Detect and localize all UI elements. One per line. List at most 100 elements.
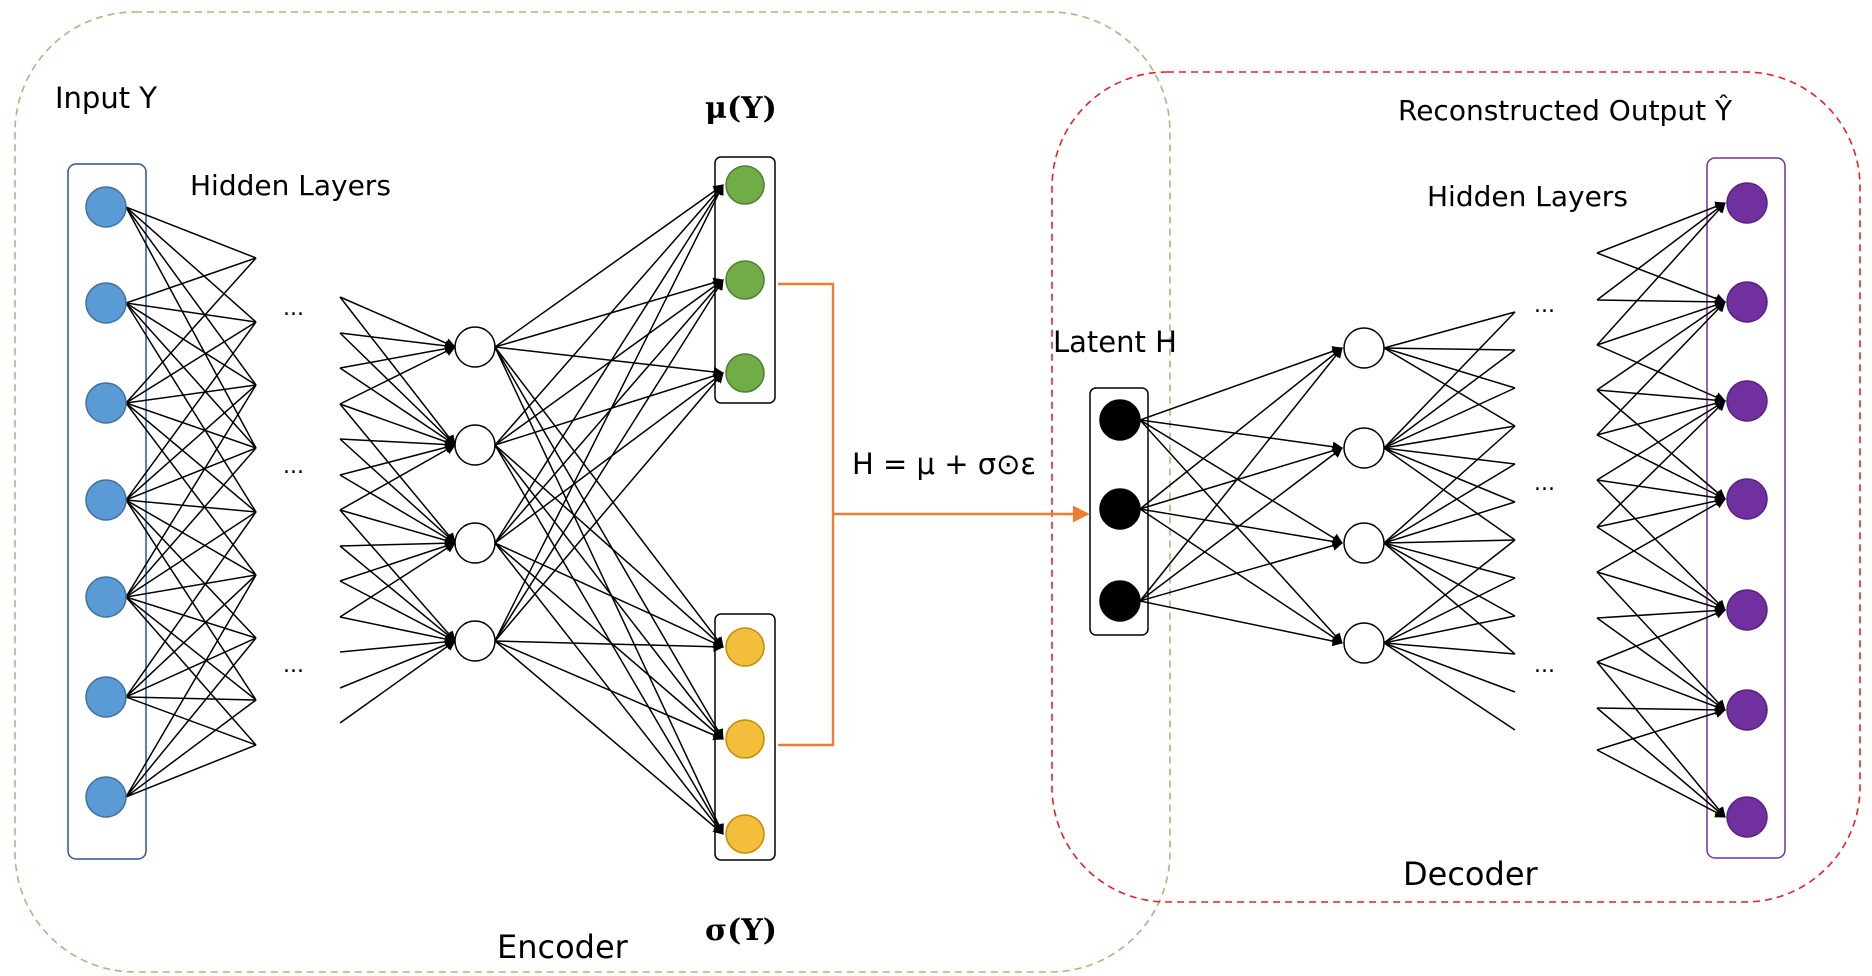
edge-dechidden-gap [1383,347,1516,389]
decoder-hidden-node [1343,327,1385,369]
edge-input-hidden [125,744,257,798]
edge-gap-output [1596,661,1726,712]
edge-input-hidden [125,637,257,798]
edge-input-hidden [125,321,257,501]
input-node [85,676,127,718]
decoder-hidden-node [1343,427,1385,469]
edge-gap-output [1596,400,1726,481]
output-node [1726,689,1768,731]
edge-enchidden-mu [494,184,724,348]
edge-gap-output [1596,252,1726,304]
edge-input-hidden [125,696,257,746]
edge-gap-output [1596,301,1726,391]
edge-gap-output [1596,571,1727,613]
encoder-hidden-node [454,424,496,466]
edge-gap-enchidden [339,509,456,642]
latent-node [1099,580,1141,622]
edge-enchidden-sigma [494,640,724,741]
edge-dechidden-gap [1383,311,1516,449]
edge-dechidden-gap [1383,542,1516,579]
edge-input-hidden [125,499,257,639]
edge-dechidden-gap [1383,642,1516,693]
edge-gap-enchidden [339,640,456,724]
edge-enchidden-sigma [494,542,724,835]
edge-gap-output [1596,707,1727,751]
edge-gap-output [1596,434,1726,500]
edge-latent-dechidden [1139,447,1343,602]
edge-gap-enchidden [339,636,457,653]
edge-enchidden-mu [494,346,725,378]
edge-dechidden-gap [1383,539,1516,544]
edge-gap-output [1596,608,1726,663]
hidden-layers-left-label: Hidden Layers [190,169,391,202]
edge-latent-dechidden [1139,346,1343,421]
ellipsis-left-1: ... [283,296,304,321]
mu-node [725,165,765,205]
edge-gap-output [1596,479,1727,503]
input-node [85,479,127,521]
sigma-node [725,814,765,854]
edge-input-hidden [125,402,257,449]
edge-input-hidden [125,574,257,598]
sigma-node [725,627,765,667]
mu-node [725,260,765,300]
edge-gap-output [1596,300,1726,346]
edge-latent-dechidden [1139,508,1343,644]
edge-latent-dechidden [1139,600,1344,647]
edge-input-hidden [125,302,257,513]
edge-gap-enchidden [339,403,456,544]
edge-enchidden-mu [494,184,724,544]
edge-gap-enchidden [339,542,456,618]
edge-input-hidden [125,402,257,576]
latent-label: Latent H [1053,325,1177,359]
edge-gap-enchidden [339,296,456,446]
edge-input-hidden [125,206,257,449]
edge-input-hidden [125,257,257,404]
edge-dechidden-gap [1383,425,1516,449]
edge-enchidden-mu [494,372,724,544]
edge-input-hidden [125,384,257,404]
edge-enchidden-mu [494,184,724,642]
edge-input-hidden [125,574,257,698]
edge-gap-enchidden [339,639,456,689]
edge-input-hidden [125,402,257,513]
edge-gap-enchidden [339,296,456,349]
edge-gap-enchidden [339,545,456,642]
edge-input-hidden [125,257,257,304]
nodes [85,165,1768,854]
edge-gap-output [1596,571,1726,711]
edge-gap-enchidden [339,346,456,405]
input-node [85,382,127,424]
edge-gap-output [1596,202,1726,301]
edge-input-hidden [125,321,257,404]
edge-dechidden-gap [1383,463,1516,544]
edge-gap-output [1596,617,1726,711]
edge-enchidden-mu [494,279,724,642]
edge-enchidden-sigma [494,444,724,648]
output-layer-box [1706,157,1786,859]
edge-dechidden-gap [1383,642,1516,655]
edge-dechidden-gap [1383,501,1516,544]
mu-label: μ(Y) [705,91,777,126]
output-node [1726,281,1768,323]
edge-gap-output [1596,389,1726,500]
edge-enchidden-sigma [494,542,724,740]
edge-gap-output [1596,389,1727,406]
edge-latent-dechidden [1139,347,1343,602]
edge-gap-enchidden [339,580,456,642]
edge-dechidden-gap [1383,387,1516,449]
edge-latent-dechidden [1139,419,1343,644]
edge-gap-enchidden [339,343,457,369]
input-node [85,186,127,228]
sampling-path [778,282,1088,747]
ellipsis-left-2: ... [283,454,304,479]
edge-enchidden-mu [494,279,724,446]
encoder-label: Encoder [497,928,629,966]
edge-input-hidden [125,499,257,513]
edge-gap-enchidden [339,616,457,645]
edge-latent-dechidden [1139,419,1344,452]
latent-node [1099,399,1141,441]
edge-enchidden-sigma [494,346,724,740]
edge-input-hidden [125,384,257,598]
